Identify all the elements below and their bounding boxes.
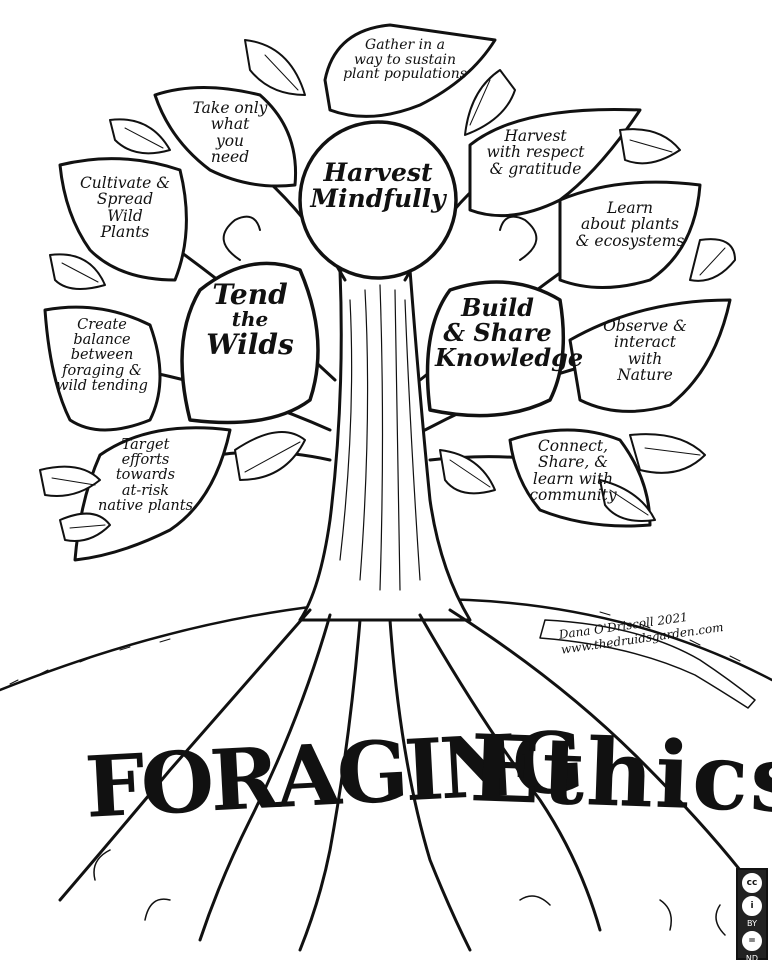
connect-line-3: learn with <box>532 469 614 488</box>
cultivate-line-4: Plants <box>100 222 150 241</box>
tend-label: Tend the Wilds <box>200 280 300 360</box>
connect-label: Connect, Share, & learn with community <box>518 438 628 503</box>
cultivate-line-2: Spread <box>96 190 154 209</box>
balance-line-5: wild tending <box>56 377 148 394</box>
observe-leaf <box>568 298 732 413</box>
tend-line-3: Wilds <box>206 328 294 362</box>
observe-label: Observe & interact with Nature <box>590 318 700 383</box>
respect-line-2: with respect <box>486 143 585 162</box>
decorative-leaf <box>244 39 306 96</box>
gather-leaf <box>323 23 497 118</box>
learn-leaf <box>558 180 702 289</box>
cultivate-line-3: Wild <box>107 206 143 225</box>
ground-hatch <box>9 611 741 685</box>
trunk-texture <box>339 284 421 591</box>
center-line-2: Mindfully <box>310 184 446 214</box>
balance-leaf <box>43 305 162 432</box>
target-label: Target efforts towards at-risk native pl… <box>88 437 203 514</box>
learn-label: Learn about plants & ecosystems <box>570 200 690 249</box>
build-line-3: Knowledge <box>435 343 584 373</box>
tend-line-2: the <box>231 307 269 332</box>
observe-line-3: with <box>627 349 663 368</box>
target-line-3: towards <box>115 467 176 484</box>
connect-line-1: Connect, <box>537 437 609 455</box>
tend-leaf <box>180 261 320 425</box>
build-line-1: Build <box>461 293 534 322</box>
root <box>298 618 362 952</box>
license-badge: cc i BY = ND <box>736 868 768 963</box>
target-line-2: efforts <box>121 452 170 469</box>
root <box>418 613 602 932</box>
root <box>448 608 742 872</box>
by-icon: i <box>742 896 762 916</box>
respect-label: Harvest with respect & gratitude <box>478 128 593 177</box>
signature-banner <box>539 619 756 709</box>
decorative-leaf <box>619 128 681 165</box>
take-line-2: what <box>210 115 250 134</box>
title-word-2: Ethics <box>468 714 772 834</box>
observe-line-1: Observe & <box>603 317 687 335</box>
tend-line-1: Tend <box>212 278 288 311</box>
balance-label: Create balance between foraging & wild t… <box>52 317 152 394</box>
cultivate-line-1: Cultivate & <box>79 174 171 192</box>
connect-line-2: Share, & <box>537 453 609 472</box>
by-label: BY <box>747 919 757 928</box>
balance-line-2: balance <box>73 332 131 349</box>
decorative-leaf <box>629 433 706 474</box>
target-line-4: at-risk <box>121 482 170 499</box>
center-line-1: Harvest <box>323 158 433 187</box>
respect-line-1: Harvest <box>504 127 567 145</box>
target-line-5: native plants <box>97 497 193 514</box>
gather-line-3: plant populations <box>343 66 467 83</box>
connect-line-4: community <box>529 485 617 504</box>
build-line-2: & Share <box>443 318 552 348</box>
decorative-leaf <box>464 69 516 136</box>
gather-line-2: way to sustain <box>353 51 457 68</box>
target-line-1: Target <box>121 437 170 453</box>
root <box>58 608 312 902</box>
build-label: Build & Share Knowledge <box>435 293 584 373</box>
balance-line-3: between <box>70 347 134 364</box>
leaf-veins <box>51 54 726 529</box>
respect-line-3: & gratitude <box>489 159 582 178</box>
take-line-4: need <box>210 147 250 166</box>
take-leaf <box>153 86 298 188</box>
respect-leaf <box>468 107 642 218</box>
balance-line-1: Create <box>77 317 127 333</box>
gather-line-1: Gather in a <box>365 37 445 53</box>
learn-line-3: & ecosystems <box>575 231 685 250</box>
observe-line-2: interact <box>614 333 676 352</box>
cc-icon: cc <box>742 873 762 893</box>
balance-line-4: foraging & <box>62 362 142 379</box>
decorative-leaf <box>59 512 111 542</box>
gather-label: Gather in a way to sustain plant populat… <box>330 38 480 82</box>
take-label: Take only what you need <box>180 100 280 165</box>
root <box>198 613 332 942</box>
learn-line-1: Learn <box>606 199 654 217</box>
decorative-leaf <box>689 238 736 282</box>
center-circle <box>298 120 458 280</box>
branch-curl <box>222 215 261 261</box>
branch-curl <box>499 215 538 261</box>
cultivate-label: Cultivate & Spread Wild Plants <box>75 175 175 240</box>
observe-line-4: Nature <box>617 365 673 384</box>
build-leaf <box>425 280 566 418</box>
cultivate-leaf <box>58 157 188 282</box>
nd-icon: = <box>742 931 762 951</box>
take-line-3: you <box>215 131 245 150</box>
take-line-1: Take only <box>192 99 268 117</box>
learn-line-2: about plants <box>581 215 679 234</box>
center-label: Harvest Mindfully <box>308 158 448 214</box>
decorative-leaf <box>234 431 306 481</box>
root <box>388 618 472 952</box>
root-tendril <box>93 849 726 936</box>
